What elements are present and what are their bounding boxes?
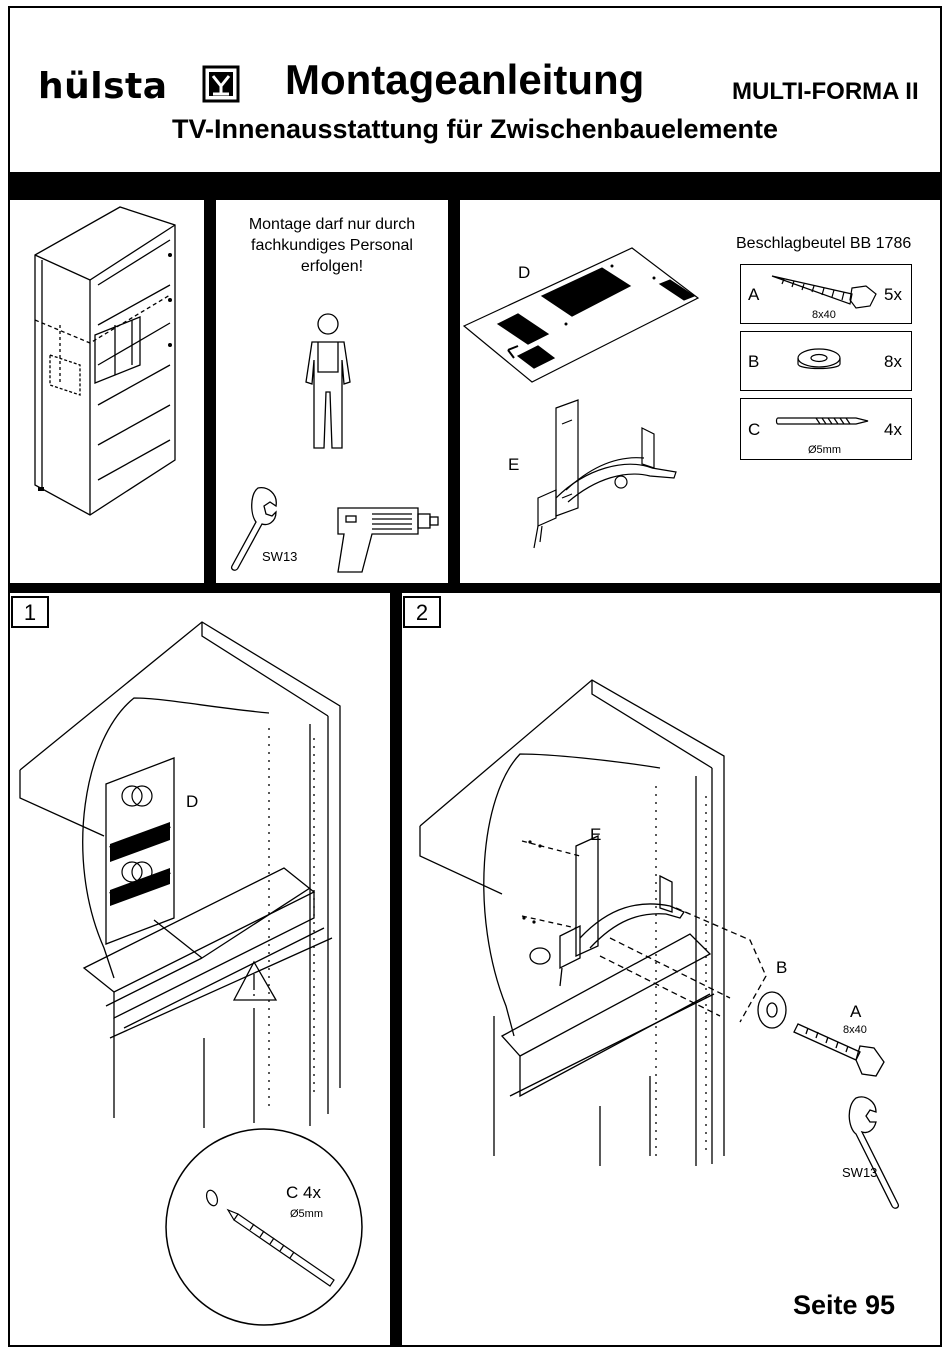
- header-divider-bar: [10, 172, 940, 200]
- drill-icon: [332, 498, 442, 574]
- step2-illustration: [410, 676, 930, 1176]
- tv-bracket-illustration: [526, 398, 676, 550]
- screw-icon: [770, 272, 880, 310]
- washer-icon: [796, 346, 842, 376]
- step2-bracket-label: E: [590, 825, 601, 845]
- part-letter: A: [748, 285, 759, 305]
- step1-template-label: D: [186, 792, 198, 812]
- technician-figure: [300, 312, 360, 452]
- step2-screw-label: A: [850, 1002, 861, 1022]
- wrench-size-label: SW13: [262, 549, 297, 564]
- step2-washer-label: B: [776, 958, 787, 978]
- brand-mark-icon: [203, 66, 239, 102]
- part-spec: 8x40: [812, 309, 836, 321]
- part-quantity: 8x: [884, 352, 902, 372]
- notice-line: erfolgen!: [216, 256, 448, 277]
- part-spec: Ø5mm: [808, 444, 841, 456]
- row-divider: [10, 583, 940, 593]
- step1-illustration: [14, 618, 388, 1128]
- drill-bit-icon: [776, 414, 872, 428]
- brand-logo: hülsta: [38, 66, 168, 107]
- column-divider: [204, 200, 216, 585]
- template-label: D: [518, 263, 530, 283]
- part-quantity: 4x: [884, 420, 902, 440]
- hardware-bag-title: Beschlagbeutel BB 1786: [736, 235, 911, 253]
- part-quantity: 5x: [884, 285, 902, 305]
- page-title: Montageanleitung: [285, 56, 644, 104]
- qualified-staff-notice: Montage darf nur durch fachkundiges Pers…: [216, 214, 448, 277]
- cabinet-overview-illustration: [20, 205, 200, 525]
- step-divider: [390, 593, 402, 1347]
- step-number: 2: [403, 596, 441, 628]
- notice-line: Montage darf nur durch: [216, 214, 448, 235]
- page-subtitle: TV-Innenausstattung für Zwischenbaueleme…: [0, 114, 950, 145]
- drill-bit-spec: Ø5mm: [290, 1208, 323, 1220]
- bracket-label: E: [508, 455, 519, 475]
- part-letter: C: [748, 420, 760, 440]
- notice-line: fachkundiges Personal: [216, 235, 448, 256]
- drill-detail-callout: [164, 1124, 364, 1330]
- step2-screw-spec: 8x40: [843, 1024, 867, 1036]
- page-number: Seite 95: [793, 1290, 895, 1321]
- part-letter: B: [748, 352, 759, 372]
- drill-bit-label: C 4x: [286, 1183, 321, 1203]
- column-divider: [448, 200, 460, 585]
- step2-wrench-label: SW13: [842, 1165, 877, 1180]
- template-sheet-illustration: [462, 246, 702, 386]
- model-name: MULTI-FORMA II: [732, 78, 919, 106]
